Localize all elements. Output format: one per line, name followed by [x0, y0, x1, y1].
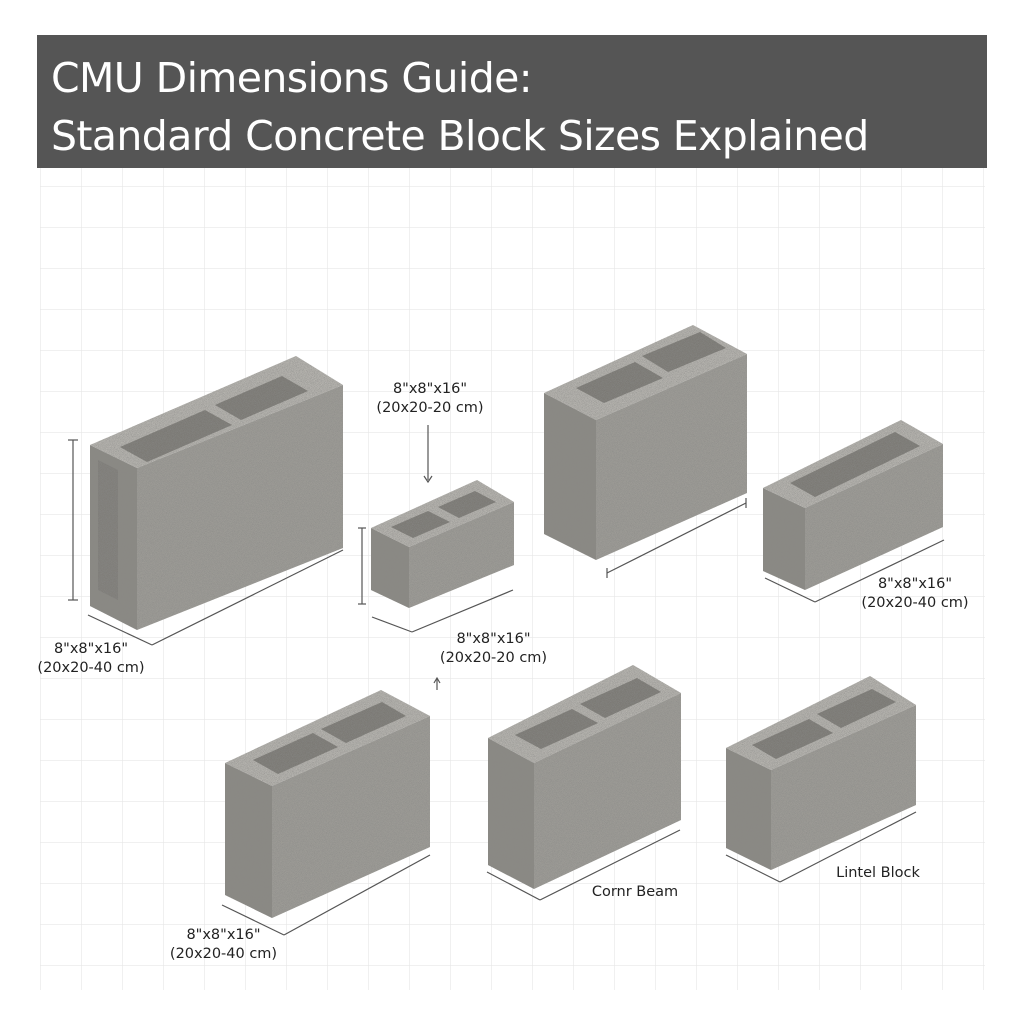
title-banner: CMU Dimensions Guide: Standard Concrete …	[37, 35, 987, 168]
block-5-dimension-metric: (20x20-40 cm)	[169, 946, 278, 962]
block-1-label: 8"x8"x16" (20x20-40 cm)	[36, 640, 146, 678]
block-1-dimension-metric: (20x20-40 cm)	[37, 660, 145, 676]
block-4-dimension-metric: (20x20-40 cm)	[861, 595, 969, 611]
block-7-label: Lintel Block	[836, 865, 920, 881]
block-5-dimension-imperial: 8"x8"x16"	[186, 927, 261, 943]
block-5-label: 8"x8"x16" (20x20-40 cm)	[166, 926, 281, 964]
block-2-dimension-imperial: 8"x8"x16"	[456, 631, 531, 647]
block-2-top-dimension-metric: (20x20-20 cm)	[376, 400, 484, 416]
block-1-dimension-lines	[68, 439, 344, 646]
block-6-label: Cornr Beam	[591, 884, 679, 900]
title-line-1: CMU Dimensions Guide:	[51, 54, 533, 102]
block-2-top-label: 8"x8"x16" (20x20-20 cm)	[375, 380, 485, 418]
block-4-label: 8"x8"x16" (20x20-40 cm)	[860, 575, 970, 613]
block-6	[488, 665, 681, 889]
block-5-dimension-lines	[221, 854, 431, 936]
block-4	[763, 420, 943, 590]
block-6-dimension-lines	[486, 829, 681, 901]
block-1-dimension-imperial: 8"x8"x16"	[53, 641, 129, 657]
block-1	[90, 356, 343, 630]
block-2-top-dimension-imperial: 8"x8"x16"	[392, 381, 468, 397]
block-2	[371, 480, 514, 608]
block-3	[544, 325, 747, 560]
block-4-dimension-imperial: 8"x8"x16"	[877, 576, 953, 592]
title-line-2: Standard Concrete Block Sizes Explained	[51, 112, 869, 160]
block-3-dimension-lines	[606, 498, 747, 578]
block-7	[726, 676, 916, 870]
block-2-dimension-metric: (20x20-20 cm)	[439, 650, 548, 666]
block-2-label: 8"x8"x16" (20x20-20 cm)	[436, 630, 551, 668]
block-4-dimension-lines	[764, 539, 945, 603]
block-7-dimension-lines	[725, 811, 917, 883]
block-2-dimension-lines	[358, 425, 514, 690]
block-5	[225, 690, 430, 918]
